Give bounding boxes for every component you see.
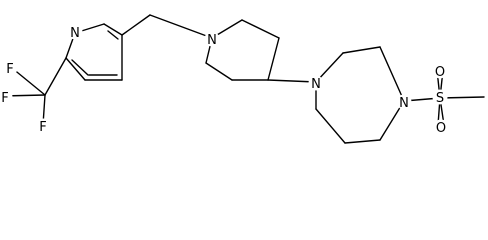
bond-d4-d5 (344, 139, 381, 144)
bonds (1, 14, 485, 144)
bond-a6-CH2 (121, 14, 151, 36)
bond-CF3-F_top (11, 67, 46, 96)
atom-bg-F_left (0, 89, 13, 105)
atom-label-o-bottom: O (436, 121, 446, 136)
bond-C6-a4 (65, 57, 86, 81)
atom-label-n-diazepane-1: N (311, 77, 321, 92)
atom-label-n-diazepane-4: N (399, 96, 409, 111)
atom-bg-N_pyridine (67, 24, 83, 40)
bond-p5-p6 (241, 19, 280, 39)
atom-label-n-piperidine: N (207, 33, 217, 48)
atom-bg-N_piperidine (204, 31, 220, 47)
atom-label-f-bottom: F (39, 120, 46, 135)
atom-label-f-left: F (1, 91, 8, 106)
bond-C6-CF3 (44, 57, 67, 96)
atom-label-n-pyridine: N (70, 26, 80, 41)
atom-bg-F_top (2, 60, 18, 76)
bond-a1-a6 (103, 23, 123, 36)
atom-bg-N_diazepane_4 (396, 94, 412, 110)
atom-bg-O_bottom (433, 119, 449, 135)
atom-bg-S_sulfonyl (432, 89, 448, 105)
atom-label-o-top: O (435, 65, 445, 80)
atom-bg-O_top (432, 63, 448, 79)
bond-d2-N4 (379, 46, 405, 102)
bond-p2-p3 (205, 62, 233, 81)
atom-bg-N_diazepane_1 (308, 75, 324, 91)
bond-C6i-a4i (71, 59, 89, 76)
bond-p4-N1 (267, 79, 317, 83)
atom-label-f-top: F (6, 62, 13, 77)
bond-d1-d2 (342, 46, 381, 54)
bond-CH2-Npip (149, 14, 213, 39)
bond-a1i-a6i (107, 30, 119, 40)
atom-label-s-sulfonyl: S (436, 91, 444, 106)
bond-d5-d6 (315, 108, 346, 144)
atom-bg-F_bottom (35, 118, 51, 134)
bond-p4-p5 (267, 37, 280, 81)
